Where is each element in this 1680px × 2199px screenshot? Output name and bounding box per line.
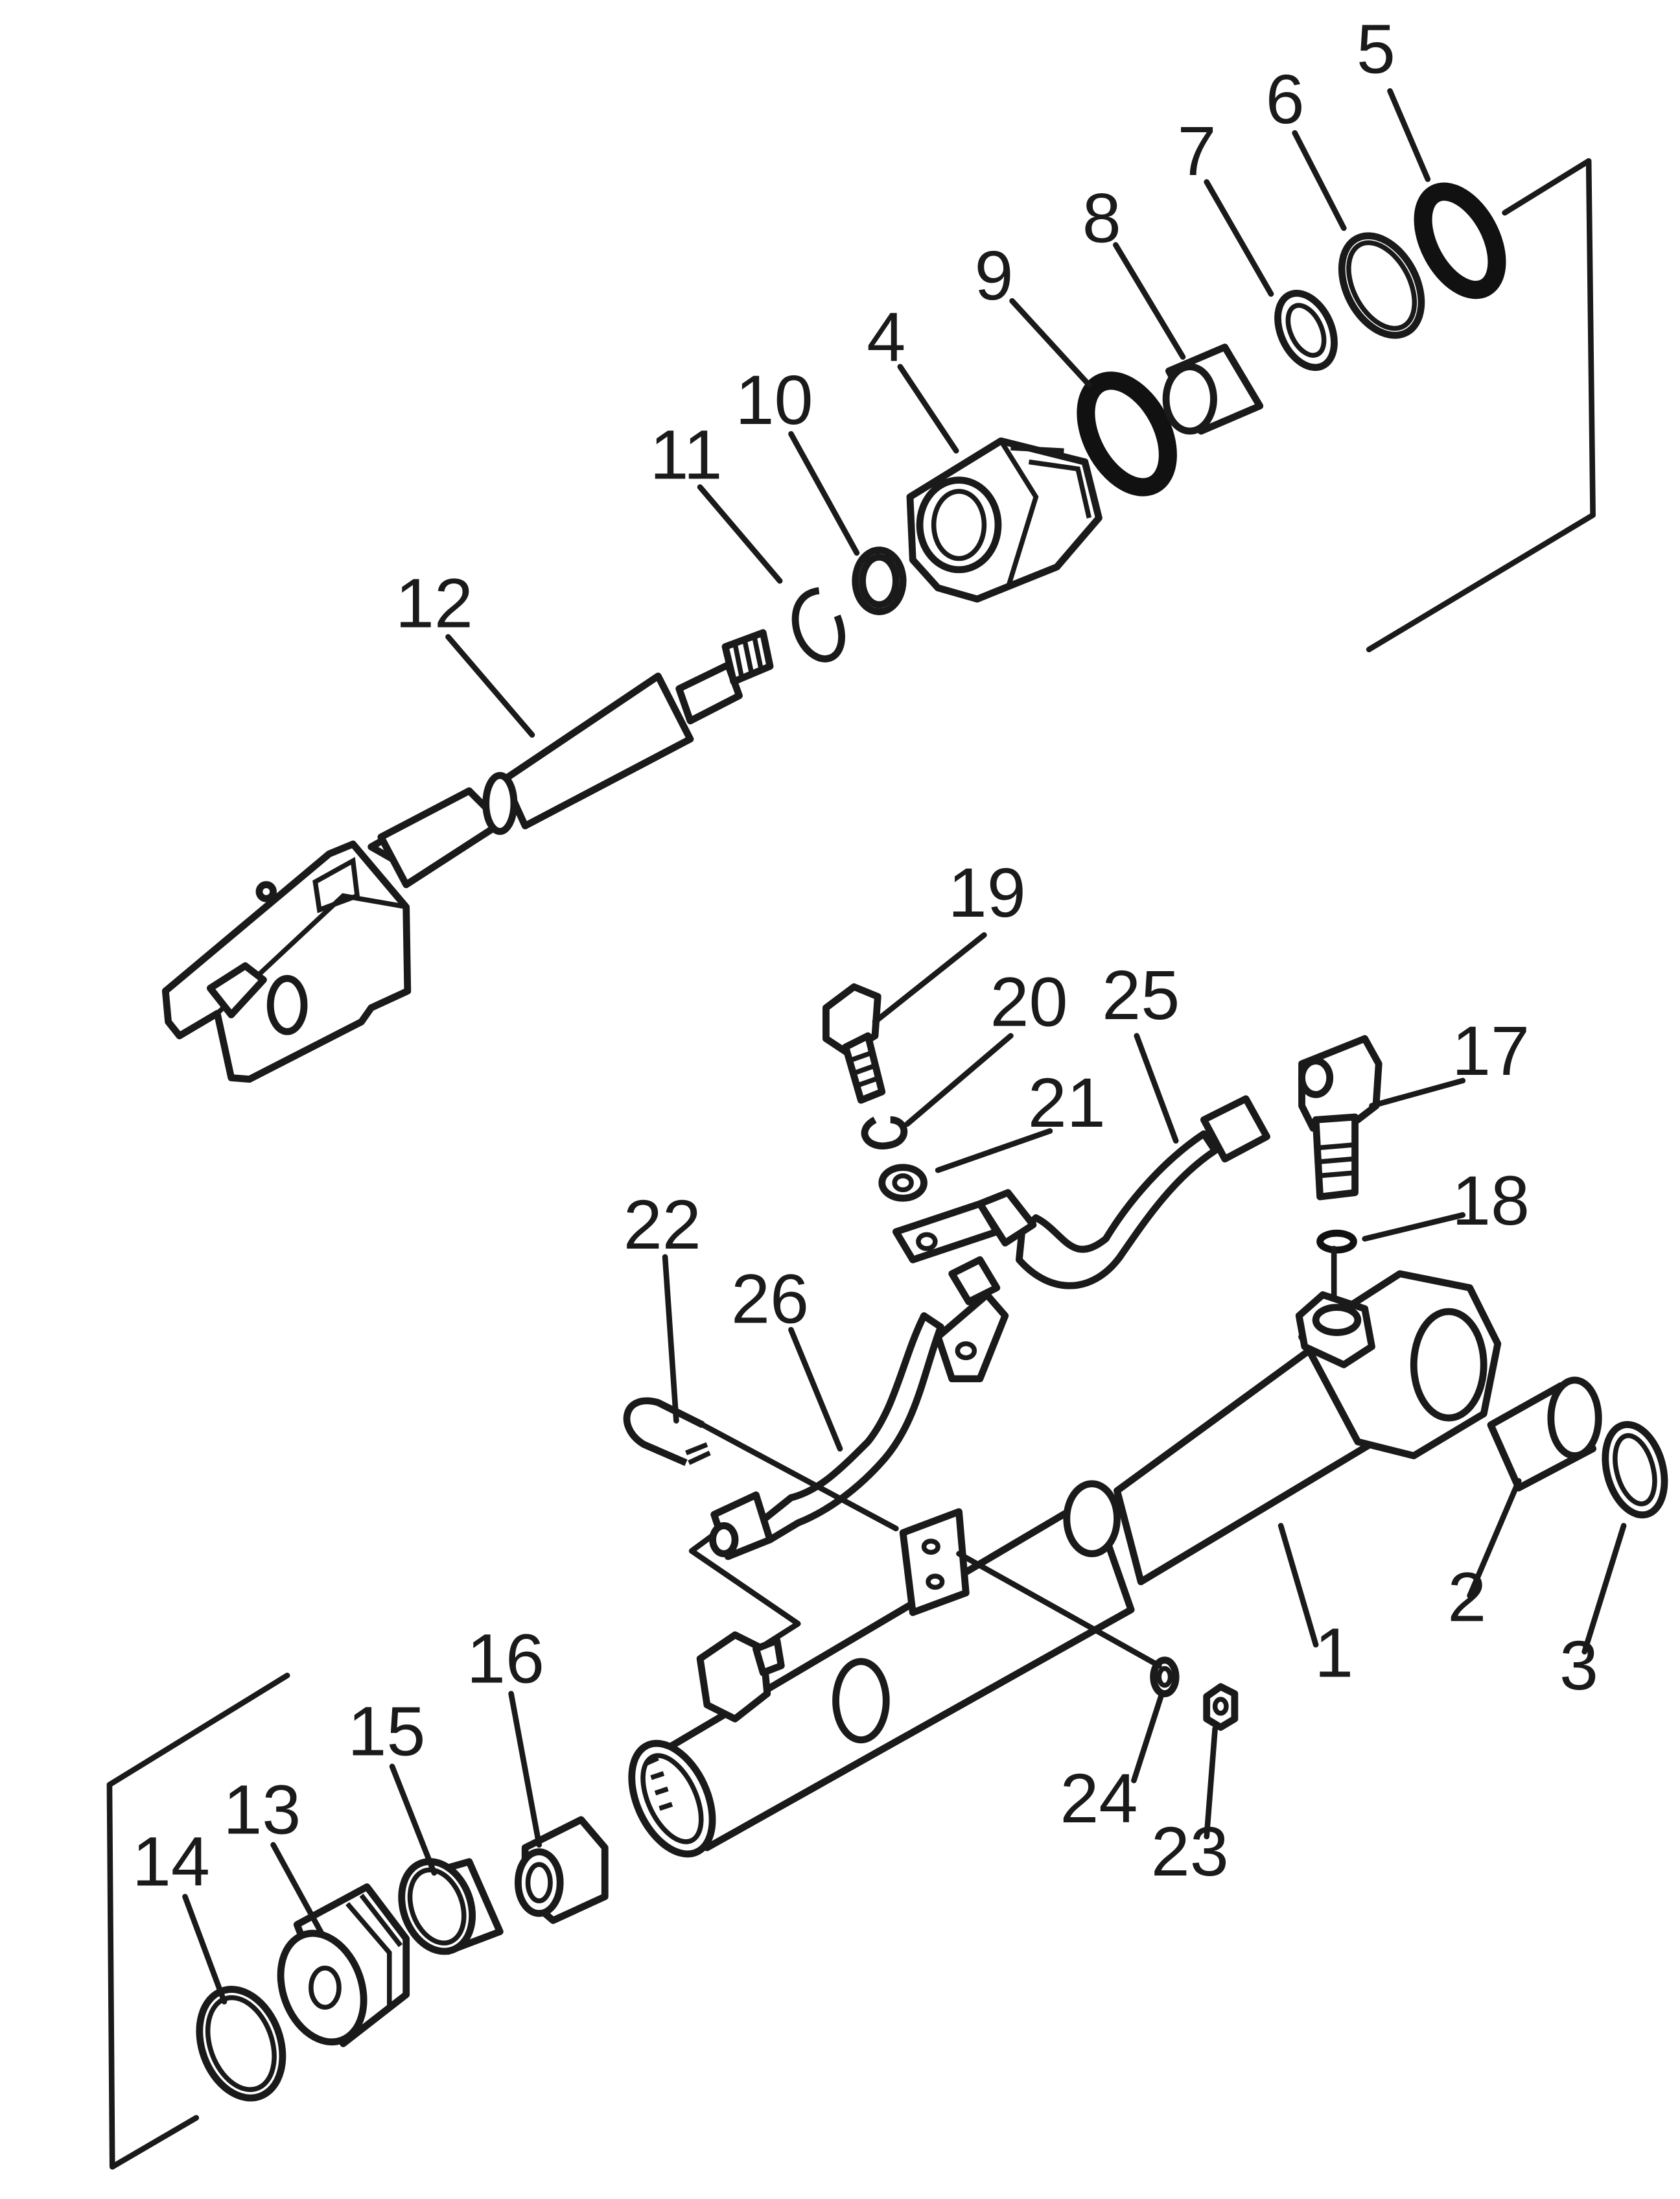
- callout-5: 5: [1357, 9, 1395, 88]
- callout-2: 2: [1447, 1557, 1486, 1636]
- piston-13: [277, 1883, 410, 2047]
- callout-15: 15: [347, 1692, 425, 1770]
- clamp-plate: [892, 1200, 1009, 1383]
- nut-23: [1203, 1683, 1239, 1731]
- piston-rod-12: [161, 629, 774, 1083]
- callout-13: 13: [223, 1770, 301, 1848]
- washer-21: [878, 1164, 928, 1202]
- callout-1: 1: [1314, 1614, 1353, 1692]
- callout-25: 25: [1102, 956, 1180, 1034]
- callout-20: 20: [990, 963, 1068, 1041]
- callout-16: 16: [467, 1619, 544, 1697]
- dust-seal-7: [1274, 289, 1338, 371]
- callout-7: 7: [1178, 112, 1217, 190]
- callout-3: 3: [1559, 1626, 1598, 1704]
- o-ring-9: [1077, 371, 1177, 497]
- callout-4: 4: [867, 298, 905, 376]
- cylinder-tube-1: [628, 1270, 1502, 1858]
- callout-8: 8: [1082, 179, 1121, 257]
- callout-12: 12: [395, 563, 473, 642]
- callout-22: 22: [624, 1185, 701, 1264]
- callout-6: 6: [1266, 60, 1305, 138]
- callout-11: 11: [649, 415, 722, 493]
- o-ring-5: [1414, 182, 1506, 300]
- callout-10: 10: [735, 360, 813, 439]
- callout-14: 14: [132, 1822, 210, 1900]
- callout-17: 17: [1452, 1011, 1530, 1090]
- hose-26-bracket: [688, 1528, 801, 1647]
- cylinder-head-4: [906, 437, 1102, 603]
- seal-14: [196, 1986, 286, 2102]
- bolt-19: [822, 983, 886, 1104]
- callout-23: 23: [1151, 1812, 1229, 1890]
- dust-seal-3: [1602, 1420, 1668, 1519]
- callout-19: 19: [948, 853, 1026, 932]
- wear-ring-15: [398, 1858, 504, 1955]
- callout-9: 9: [974, 236, 1013, 314]
- nut-16: [515, 1816, 609, 1924]
- backup-ring-6: [1338, 232, 1425, 339]
- upper-group-bracket: [1366, 158, 1596, 653]
- lower-group-bracket: [106, 1673, 290, 2170]
- o-ring-18: [1316, 1229, 1357, 1254]
- callout-18: 18: [1452, 1161, 1530, 1240]
- tube-elbow-fitting: [696, 1631, 785, 1723]
- snap-ring-11: [791, 587, 845, 663]
- hose-26: [709, 1312, 944, 1560]
- callout-24: 24: [1060, 1759, 1138, 1837]
- leader-lines: [182, 88, 1627, 2005]
- bushing-10: [852, 547, 907, 615]
- mounting-plate: [899, 1508, 970, 1616]
- bushing-2: [1487, 1376, 1602, 1492]
- washer-20: [861, 1116, 908, 1149]
- hose-25: [976, 1095, 1270, 1289]
- callout-21: 21: [1028, 1063, 1106, 1142]
- u-bolt-22: [623, 1397, 711, 1466]
- elbow-fitting-17: [1298, 1035, 1382, 1201]
- bushing-8: [1162, 344, 1264, 435]
- callout-26: 26: [731, 1259, 809, 1337]
- callout-labels: 5 6 7 8 9 4 10 11 12 19 20 25 21 17 18 2…: [132, 9, 1598, 1900]
